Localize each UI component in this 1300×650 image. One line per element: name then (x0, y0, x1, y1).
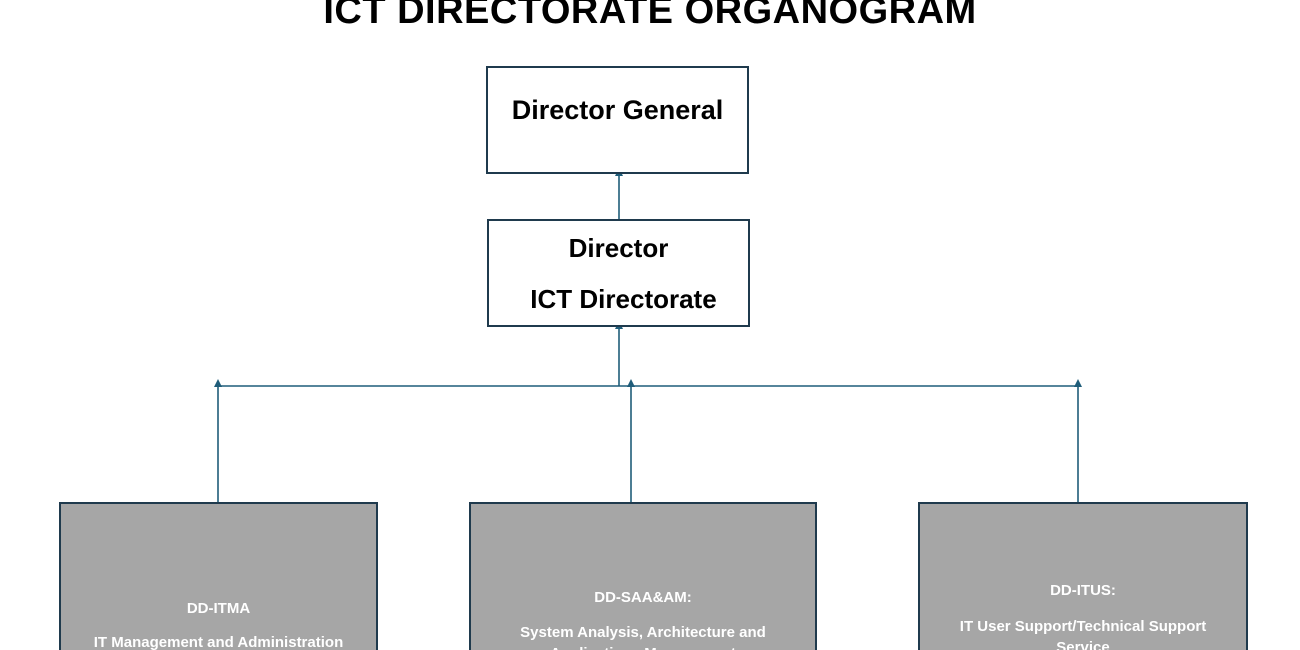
director-box: Director ICT Directorate (487, 219, 750, 327)
department-box-itus: DD-ITUS: IT User Support/Technical Suppo… (918, 502, 1248, 650)
department-box-saa-am: DD-SAA&AM: System Analysis, Architecture… (469, 502, 817, 650)
director-general-label: Director General (511, 95, 724, 125)
department-name: IT User Support/Technical Support Servic… (959, 618, 1207, 650)
diagram-title: ICT DIRECTORATE ORGANOGRAM (323, 0, 977, 32)
director-general-box: Director General (486, 66, 749, 174)
department-code: DD-ITMA (186, 600, 251, 617)
department-code: DD-ITUS: (1050, 582, 1116, 599)
department-name: System Analysis, Architecture and Applic… (520, 624, 766, 650)
department-name: IT Management and Administration (93, 634, 344, 650)
director-label: Director (568, 233, 669, 263)
department-code: DD-SAA&AM: (594, 589, 692, 606)
department-box-itma: DD-ITMA IT Management and Administration (59, 502, 378, 650)
director-sublabel: ICT Directorate (530, 284, 717, 314)
